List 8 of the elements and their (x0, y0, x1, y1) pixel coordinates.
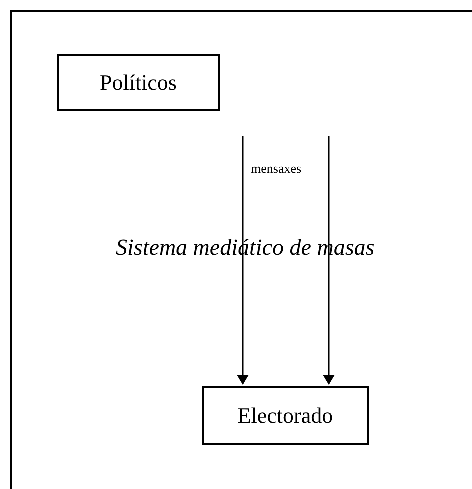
actor-box (57, 54, 220, 111)
actor-box (202, 386, 369, 445)
frame-box (10, 10, 472, 489)
box-label: Electorado (238, 404, 334, 426)
arrow (237, 136, 249, 385)
edge-label: mensaxes (251, 162, 302, 175)
arrow (323, 136, 335, 385)
box-label: Políticos (100, 72, 177, 94)
